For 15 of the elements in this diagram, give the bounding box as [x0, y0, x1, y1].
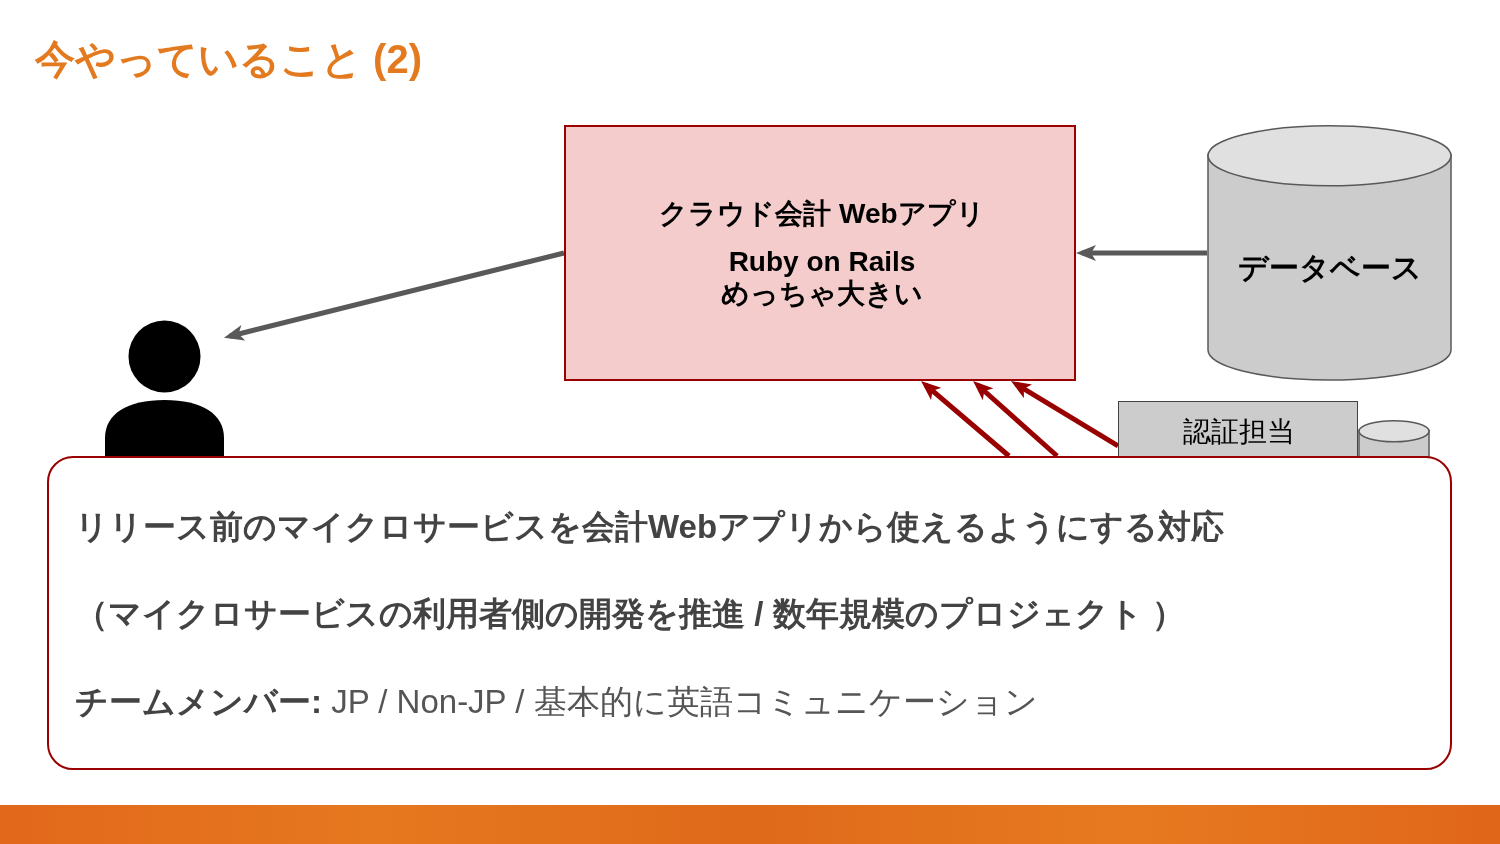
arrow	[224, 250, 565, 341]
service-label: 認証担当	[1183, 415, 1295, 449]
app-title: クラウド会計 Webアプリ	[659, 197, 985, 231]
arrow	[1076, 245, 1207, 261]
arrow	[921, 381, 1011, 458]
size-note: めっちゃ大きい	[721, 277, 923, 311]
framework-label: Ruby on Rails	[728, 245, 916, 279]
note-panel	[47, 456, 1452, 770]
slide-title: 今やっていること (2)	[35, 36, 422, 83]
note-text: （マイクロサービスの利用者側の開発を推進 / 数年規模のプロジェクト ）	[75, 594, 1185, 634]
note-text: リリース前のマイクロサービスを会計Webアプリから使えるようにする対応	[75, 507, 1225, 547]
note-text: チームメンバー: JP / Non-JP / 基本的に英語コミュニケーション	[75, 682, 1038, 722]
database-label: データベース	[1237, 250, 1422, 286]
app-box	[564, 125, 1076, 381]
arrow	[973, 381, 1059, 458]
